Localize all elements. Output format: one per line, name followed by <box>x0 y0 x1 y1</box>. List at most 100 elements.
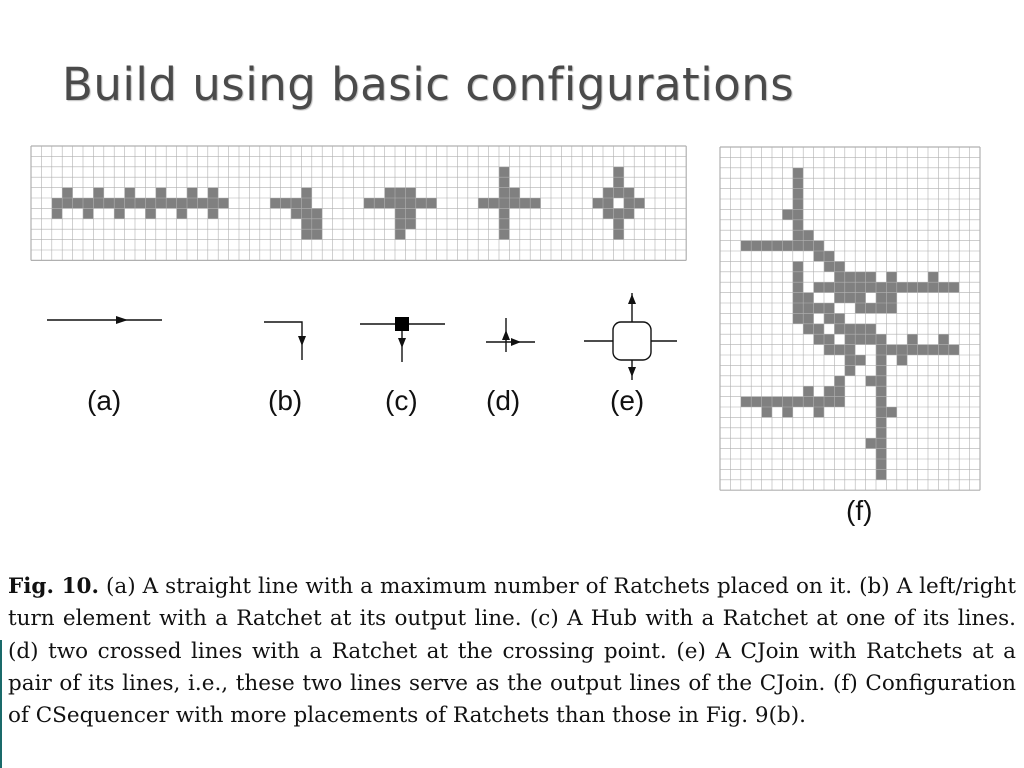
grid-cell <box>395 208 406 219</box>
grid-cell <box>603 187 614 198</box>
grid-cell <box>145 208 156 219</box>
grid-cell <box>876 407 887 418</box>
grid-cell <box>384 187 395 198</box>
configurations-grid <box>30 145 687 261</box>
grid-cell <box>876 438 887 449</box>
grid-cell <box>803 313 814 324</box>
grid-cell <box>395 229 406 240</box>
grid-cell <box>613 177 624 188</box>
label-a: (a) <box>87 385 121 416</box>
grid-cell <box>834 323 845 335</box>
grid-cell <box>855 303 866 314</box>
grid-cell <box>844 323 856 335</box>
grid-cell <box>155 187 167 198</box>
grid-cell <box>876 448 887 459</box>
grid-cell <box>834 386 845 397</box>
grid-cell <box>634 198 645 209</box>
grid-cell <box>896 282 908 293</box>
grid-cell <box>519 198 531 209</box>
grid-cell <box>813 282 824 293</box>
grid-cell <box>876 375 887 387</box>
grid-cell <box>772 240 783 251</box>
grid-cell <box>896 344 908 355</box>
grid-cell <box>886 271 897 283</box>
grid-cell <box>782 240 793 251</box>
grid-cell <box>187 198 198 209</box>
grid-cell <box>792 240 804 251</box>
grid-cell <box>405 218 416 230</box>
grid-cell <box>844 365 856 376</box>
grid-cell <box>792 292 804 303</box>
grid-cell <box>855 292 866 303</box>
grid-cell <box>740 240 752 251</box>
grid-cell <box>761 396 772 407</box>
grid-cell <box>623 187 635 198</box>
grid-cell <box>886 303 897 314</box>
grid-cell <box>876 355 887 366</box>
grid-cell <box>834 313 845 324</box>
grid-cell <box>834 282 845 293</box>
grid-cell <box>876 417 887 428</box>
label-b: (b) <box>268 385 302 416</box>
grid-cell <box>803 396 814 407</box>
grid-cell <box>844 344 856 355</box>
grid-cell <box>824 282 835 293</box>
grid-cell <box>761 240 772 251</box>
grid-cell <box>844 271 856 283</box>
grid-cell <box>280 198 291 209</box>
grid-cell <box>876 303 887 314</box>
grid-cell <box>928 344 939 355</box>
grid-cell <box>938 282 949 293</box>
grid-cell <box>176 208 187 219</box>
grid-cell <box>603 208 614 219</box>
grid-cell <box>603 198 614 209</box>
grid-cell <box>813 396 824 407</box>
grid-cell <box>876 365 887 376</box>
grid-cell <box>103 198 115 209</box>
grid-cell <box>751 396 762 407</box>
grid-cell <box>782 407 793 418</box>
grid-cell <box>792 209 804 220</box>
grid-cell <box>865 375 876 387</box>
grid-cell <box>530 198 541 209</box>
grid-cell <box>896 355 908 366</box>
grid-cell <box>844 292 856 303</box>
grid-cell <box>124 198 135 209</box>
grid-cell <box>792 282 804 293</box>
grid-cell <box>824 396 835 407</box>
grid-cell <box>72 198 83 209</box>
grid-cell <box>803 323 814 335</box>
grid-cell <box>855 323 866 335</box>
grid-cell <box>824 261 835 272</box>
grid-cell <box>928 271 939 283</box>
grid-cell <box>311 218 323 230</box>
grid-cell <box>135 198 146 209</box>
grid-cell <box>395 218 406 230</box>
grid-cell <box>301 218 312 230</box>
caption-fig-label: Fig. 10. <box>8 574 100 599</box>
grid-cell <box>751 240 762 251</box>
grid-cell <box>166 198 177 209</box>
grid-cell <box>613 229 624 240</box>
grid-cell <box>792 219 804 231</box>
grid-cell <box>114 208 125 219</box>
diagram-a-straight-line <box>47 316 162 324</box>
grid-cell <box>834 292 845 303</box>
grid-cell <box>813 240 824 251</box>
grid-cell <box>301 208 312 219</box>
grid-cell <box>291 208 302 219</box>
grid-cell <box>938 334 949 345</box>
grid-cell <box>834 344 845 355</box>
grid-cell <box>813 334 824 345</box>
grid-cell <box>792 396 804 407</box>
grid-cell <box>865 438 876 449</box>
grid-cell <box>844 334 856 345</box>
grid-cell <box>834 271 845 283</box>
grid-cell <box>478 198 489 209</box>
grid-cell <box>499 218 510 230</box>
caption-text: (a) A straight line with a maximum numbe… <box>8 574 1016 729</box>
grid-cell <box>824 344 835 355</box>
grid-cell <box>886 292 897 303</box>
grid-cell <box>876 396 887 407</box>
grid-cell <box>291 198 302 209</box>
